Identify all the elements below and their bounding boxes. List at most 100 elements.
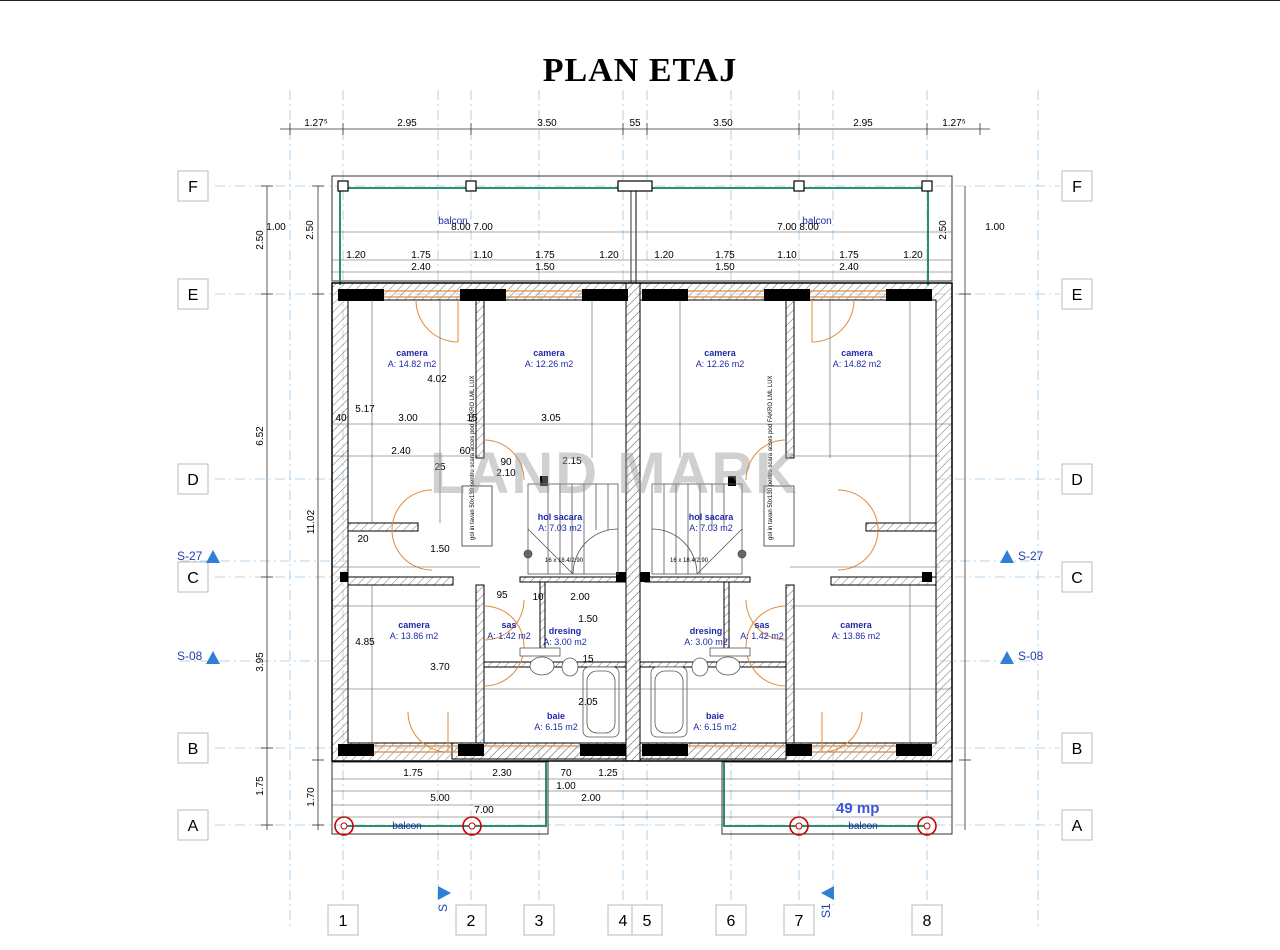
grid-col-label-4: 4 (619, 913, 628, 930)
room-area: A: 6.15 m2 (534, 722, 578, 732)
plan-title: PLAN ETAJ (542, 52, 738, 89)
balcony-label: balcon (392, 821, 421, 832)
top-dimension: 3.50 (713, 118, 733, 129)
balcony-dimension: 1.00 (985, 222, 1005, 233)
grid-row-label-E: E (188, 287, 199, 304)
grid-bubble-left-C (177, 561, 209, 593)
room-name: hol sacara (538, 512, 584, 522)
section-markers (206, 550, 1014, 900)
facade-dimension: 1.20 (903, 250, 923, 261)
grid-bubble-col-6 (715, 904, 747, 936)
attic-openings (461, 485, 795, 547)
interior-dimension: 2.30 (492, 768, 512, 779)
interior-dimension: 4.02 (427, 374, 447, 385)
grid-row-label-C: C (187, 570, 199, 587)
room-name: sas (754, 620, 769, 630)
facade-dimension: 1.50 (715, 262, 735, 273)
facade-dimension: 1.10 (777, 250, 797, 261)
stair-note: gol in tavan 50x130 pentru scara acces p… (768, 375, 774, 540)
interior-dimension: 1.50 (578, 614, 598, 625)
stair-note: gol in tavan 50x130 pentru scara acces p… (470, 375, 476, 540)
interior-dimension: 4.85 (355, 637, 375, 648)
grid-bubble-right-B (1061, 732, 1093, 764)
grid-col-label-8: 8 (923, 913, 932, 930)
room-area: A: 12.26 m2 (696, 359, 745, 369)
grid-row-label-C: C (1071, 570, 1083, 587)
left-dimension: 6.52 (255, 426, 266, 446)
facade-dimension: 1.75 (715, 250, 735, 261)
grid-row-label-A: A (188, 818, 199, 835)
facade-dimension: 1.75 (839, 250, 859, 261)
grid-bubble-left-D (177, 463, 209, 495)
interior-dimension: 2.10 (496, 468, 516, 479)
grid-bubble-col-1 (327, 904, 359, 936)
grid-col-label-3: 3 (535, 913, 544, 930)
interior-dimension: 3.05 (541, 413, 561, 424)
watermark: LAND MARK (430, 441, 800, 506)
room-name: dresing (549, 626, 582, 636)
facade-dimension: 1.50 (535, 262, 555, 273)
grid-bubble-col-3 (523, 904, 555, 936)
room-name: camera (841, 348, 874, 358)
section-marker-label: S-27 (177, 549, 203, 563)
left-dimension-lines (261, 185, 971, 830)
balcony-dimension: 1.00 (266, 222, 286, 233)
interior-dimension: 25 (434, 462, 446, 473)
section-marker-label: S1 (819, 903, 833, 918)
interior-dimension: 2.00 (581, 793, 601, 804)
interior-dimension: 95 (496, 590, 508, 601)
facade-dimension: 1.20 (599, 250, 619, 261)
interior-dimension: 5.00 (430, 793, 450, 804)
top-dimension-line (280, 123, 990, 135)
grid-row-label-D: D (187, 472, 199, 489)
facade-dimension: 1.75 (535, 250, 555, 261)
interior-dimension: 15 (466, 413, 478, 424)
room-area: A: 7.03 m2 (538, 523, 582, 533)
section-marker-label: S-08 (177, 649, 203, 663)
interior-dimension: 5.17 (355, 404, 375, 415)
interior-dimension: 90 (500, 457, 512, 468)
balcony-area-badge: 49 mp (836, 800, 880, 817)
grid-col-label-7: 7 (795, 913, 804, 930)
interior-dimension: 20 (357, 534, 369, 545)
room-area: A: 14.82 m2 (388, 359, 437, 369)
grid-bubble-left-B (177, 732, 209, 764)
room-area: A: 13.86 m2 (832, 631, 881, 641)
balcony-label: balcon (438, 216, 467, 227)
grid-row-labels-left: F E D C B A (177, 170, 209, 841)
lower-balcony (331, 761, 953, 836)
room-area: A: 13.86 m2 (390, 631, 439, 641)
stair-steps: 16 x 18.4/2.90 (670, 558, 709, 564)
balcony-dimension: 2.50 (305, 220, 316, 240)
room-name: dresing (690, 626, 723, 636)
left-dimension: 1.75 (255, 776, 266, 796)
room-name: sas (501, 620, 516, 630)
room-name: hol sacara (689, 512, 735, 522)
grid-bubble-right-C (1061, 561, 1093, 593)
room-name: baie (706, 711, 724, 721)
left-dimension: 11.02 (306, 509, 317, 534)
interior-dimension: 70 (560, 768, 572, 779)
stair-left (523, 483, 619, 575)
section-marker-label: S (436, 904, 450, 912)
interior-dimension: 2.00 (570, 592, 590, 603)
interior-dimension: 3.00 (398, 413, 418, 424)
interior-dimension: 1.25 (598, 768, 618, 779)
room-area: A: 14.82 m2 (833, 359, 882, 369)
facade-dimension: 2.40 (411, 262, 431, 273)
grid-col-label-6: 6 (727, 913, 736, 930)
grid-bubble-left-F (177, 170, 209, 202)
grid-row-label-B: B (188, 741, 199, 758)
interior-dimension: 2.40 (391, 446, 411, 457)
grid-row-label-F: F (188, 179, 198, 196)
grid-row-label-F: F (1072, 179, 1082, 196)
top-dimension: 1.27⁵ (304, 118, 328, 129)
grid-row-label-D: D (1071, 472, 1083, 489)
interior-dimension: 7.00 (474, 805, 494, 816)
grid-row-label-E: E (1072, 287, 1083, 304)
left-dimension: 3.95 (255, 652, 266, 672)
facade-dimension: 2.40 (839, 262, 859, 273)
interior-dimension: 3.70 (430, 662, 450, 673)
